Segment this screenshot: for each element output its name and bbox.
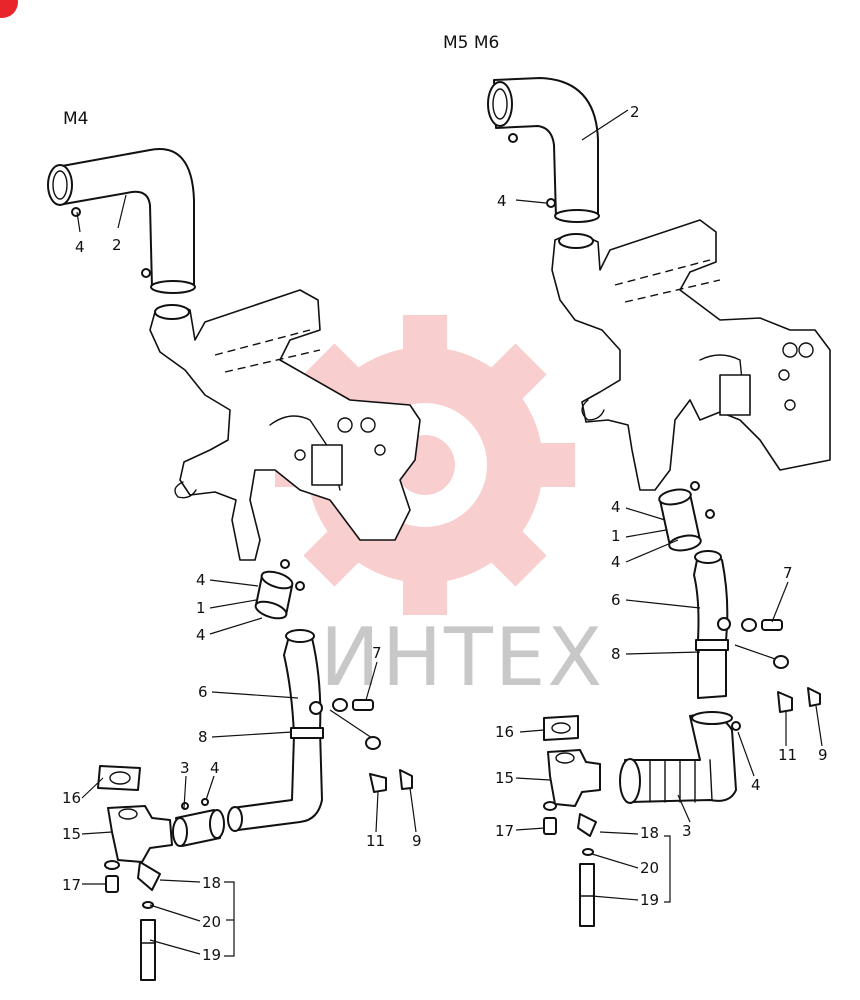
callout-right-20: 20 [640, 859, 659, 877]
callout-left-17: 17 [62, 876, 81, 894]
callout-left-20: 20 [202, 913, 221, 931]
right-lower-fittings [543, 715, 601, 927]
callout-right-19: 19 [640, 891, 659, 909]
right-corrugated-hose [619, 711, 741, 804]
callout-left-16: 16 [62, 789, 81, 807]
callout-left-18: 18 [202, 874, 221, 892]
left-long-bent-pipe [227, 629, 324, 832]
callout-left-15: 15 [62, 825, 81, 843]
variant-label-m5-m6: M5 M6 [443, 33, 499, 53]
callout-right-15: 15 [495, 769, 514, 787]
left-leader-lines [76, 194, 417, 957]
callout-right-7: 7 [783, 564, 793, 582]
callout-left-4-upper: 4 [196, 571, 206, 589]
left-hose-connector [254, 559, 305, 620]
left-lower-fittings [97, 765, 173, 981]
callout-left-4-hose: 4 [210, 759, 220, 777]
callout-right-4-upper: 4 [611, 498, 621, 516]
m5-m6-assembly: 2 4 4 1 4 6 7 8 16 15 3 4 11 9 17 18 20 … [487, 77, 831, 927]
right-fittings [734, 618, 821, 713]
callout-left-9: 9 [412, 832, 422, 850]
callout-right-4-hose: 4 [751, 776, 761, 794]
left-fittings [329, 698, 413, 793]
callout-left-3: 3 [180, 759, 190, 777]
m4-assembly: 2 4 4 1 4 6 8 7 3 4 16 15 11 9 17 18 20 … [47, 148, 422, 981]
callout-right-4-top: 4 [497, 192, 507, 210]
callout-right-9: 9 [818, 746, 828, 764]
callout-right-17: 17 [495, 822, 514, 840]
callout-right-3: 3 [682, 822, 692, 840]
right-leader-lines [515, 109, 823, 903]
callout-left-4-lower: 4 [196, 626, 206, 644]
callout-right-4-lower: 4 [611, 553, 621, 571]
callout-left-11: 11 [366, 832, 385, 850]
callout-left-8: 8 [198, 728, 208, 746]
callout-left-6: 6 [198, 683, 208, 701]
callout-right-1: 1 [611, 527, 621, 545]
callout-right-8: 8 [611, 645, 621, 663]
left-short-hose [172, 798, 225, 847]
callout-left-1: 1 [196, 599, 206, 617]
callout-left-7: 7 [372, 644, 382, 662]
callout-right-18: 18 [640, 824, 659, 842]
right-bent-pipe [693, 550, 731, 699]
callout-right-2: 2 [630, 103, 640, 121]
callout-right-6: 6 [611, 591, 621, 609]
left-engine-block [149, 289, 421, 561]
right-intake-elbow-hose [487, 77, 600, 223]
left-intake-elbow-hose [47, 148, 196, 294]
watermark-text: ИНТЕХ [320, 611, 604, 704]
variant-label-m4: M4 [63, 109, 88, 129]
callout-right-11: 11 [778, 746, 797, 764]
right-hose-connector [658, 481, 715, 552]
callout-left-19: 19 [202, 946, 221, 964]
right-engine-block [551, 219, 831, 491]
red-corner-badge-icon [0, 0, 18, 18]
callout-left-4-top: 4 [75, 238, 85, 256]
callout-left-2: 2 [112, 236, 122, 254]
callout-right-16: 16 [495, 723, 514, 741]
